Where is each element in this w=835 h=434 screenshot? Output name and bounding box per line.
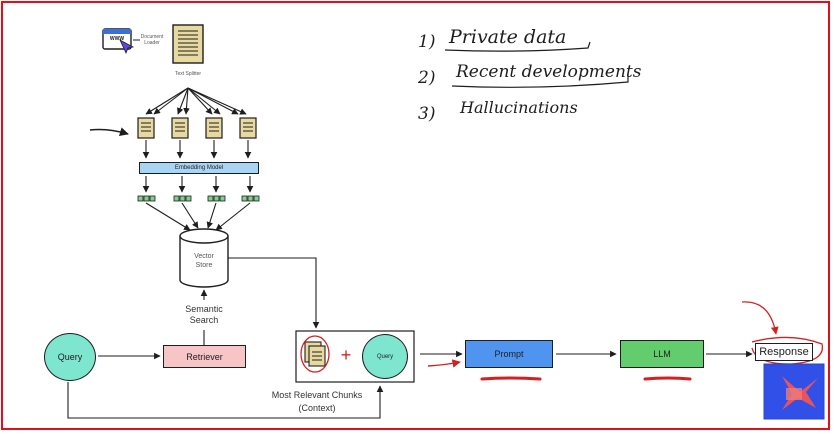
video-thumbnail (763, 363, 825, 420)
vector-chunk (173, 195, 192, 202)
to-vector-arrows (142, 176, 254, 193)
most-relevant-label: Most Relevant Chunks (271, 390, 363, 400)
llm-underline (643, 376, 692, 381)
query-label: Query (57, 352, 83, 362)
chunk-document-icon (239, 117, 257, 139)
vector-chunk (207, 195, 226, 202)
prompt-label: Prompt (494, 349, 524, 359)
llm-label: LLM (653, 349, 671, 359)
context-label: (Context) (298, 403, 336, 413)
chunk-document-icon (171, 117, 189, 139)
vector-store-cylinder (179, 228, 229, 288)
note2-text: Recent developments (456, 62, 642, 82)
llm-box: LLM (620, 340, 704, 368)
vector-store-label: Vector Store (194, 253, 214, 269)
store-to-context-connector (228, 257, 320, 329)
retriever-box: Retriever (163, 345, 246, 368)
note1-underline (444, 41, 591, 52)
to-store-arrows (145, 202, 251, 231)
note2-underline (451, 74, 629, 88)
embedding-model-label: Embedding Model (174, 165, 224, 171)
text-splitter-label: Text Splitter (174, 71, 202, 77)
note3-number: 3) (418, 104, 436, 124)
semantic-search-label: Semantic Search (185, 304, 223, 325)
vector-chunk (137, 195, 156, 202)
note2-number: 2) (418, 68, 436, 88)
note1-text: Private data (449, 26, 567, 48)
context-documents-icon (300, 335, 330, 373)
chunk-document-icon (205, 117, 223, 139)
www-label: WWW (109, 36, 125, 42)
document-loader-label: Document Loader (140, 34, 164, 46)
chunk-documents (137, 117, 257, 139)
to-embedding-arrows (142, 140, 252, 159)
embedding-model-box: Embedding Model (139, 162, 259, 174)
highlight-circle (300, 335, 330, 373)
response-pointer-arrow (741, 301, 779, 335)
response-label: Response (759, 346, 809, 358)
cursor-icon (119, 39, 135, 55)
retriever-label: Retriever (186, 351, 223, 362)
context-query-circle: Query (362, 334, 408, 379)
note1-number: 1) (418, 32, 436, 52)
www-browser-icon (102, 28, 135, 55)
note3-text: Hallucinations (460, 98, 578, 117)
prompt-underline (480, 376, 542, 381)
context-query-label: Query (376, 353, 394, 360)
plus-sign: + (340, 345, 352, 365)
splitter-arrows (145, 87, 247, 115)
chunk-document-icon (137, 117, 155, 139)
vector-chunk (241, 195, 260, 202)
pointer-arrow (89, 127, 129, 136)
query-loop-connector (67, 382, 384, 419)
vector-embeddings (137, 195, 260, 202)
response-box: Response (755, 343, 813, 361)
document-icon (172, 24, 204, 64)
context-box (295, 330, 415, 383)
prompt-box: Prompt (465, 340, 553, 368)
red-annotation-arrow (427, 359, 461, 368)
query-circle: Query (44, 333, 96, 381)
